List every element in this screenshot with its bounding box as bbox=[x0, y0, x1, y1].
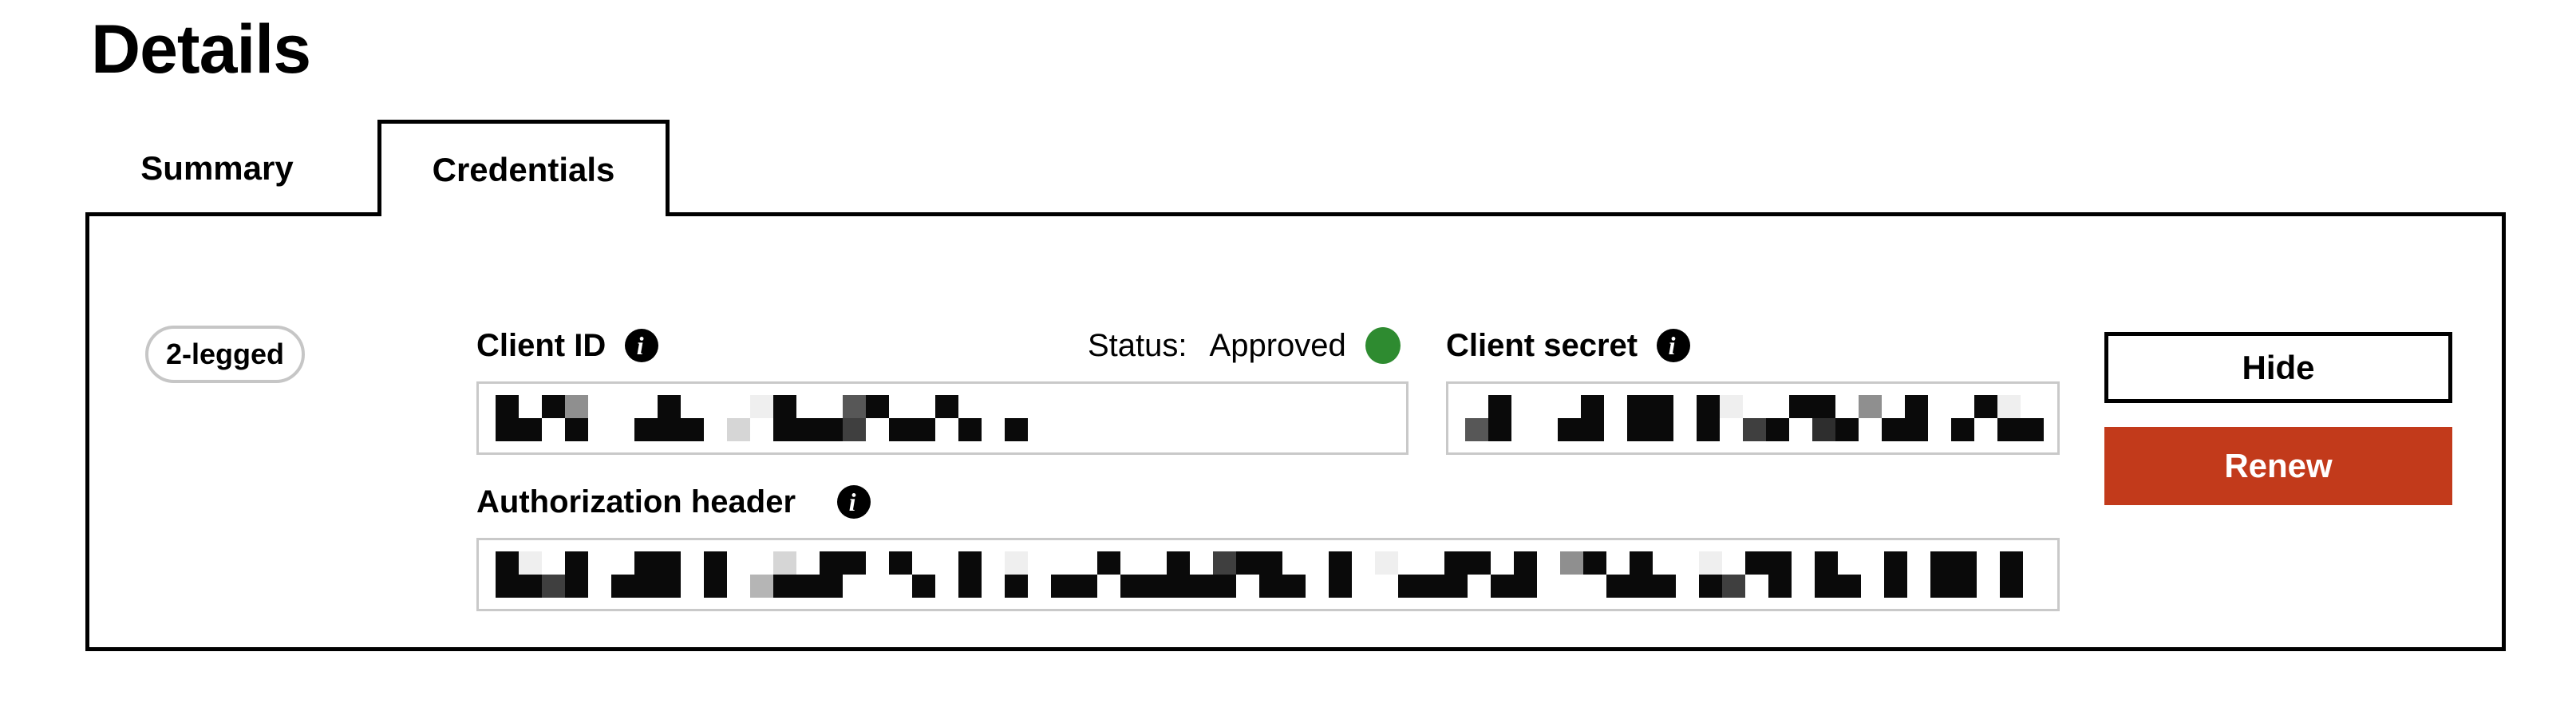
authorization-header-info-icon[interactable]: i bbox=[837, 485, 871, 519]
authorization-header-label-row: Authorization header i bbox=[476, 481, 871, 523]
tabs: Summary Credentials bbox=[85, 120, 2576, 216]
client-id-info-icon[interactable]: i bbox=[625, 329, 659, 362]
tab-summary[interactable]: Summary bbox=[85, 120, 349, 216]
tab-credentials-label: Credentials bbox=[432, 151, 615, 188]
authorization-header-label: Authorization header bbox=[476, 484, 796, 519]
client-id-input[interactable] bbox=[476, 381, 1409, 455]
client-secret-redacted-value bbox=[1465, 395, 2044, 441]
client-secret-info-icon[interactable]: i bbox=[1657, 329, 1691, 362]
authorization-header-input[interactable] bbox=[476, 538, 2060, 611]
hide-button[interactable]: Hide bbox=[2104, 332, 2452, 403]
status-row: Status: Approved bbox=[1088, 325, 1401, 366]
status-approved-dot-icon bbox=[1365, 327, 1401, 364]
page-title: Details bbox=[91, 11, 311, 88]
client-id-label: Client ID bbox=[476, 327, 606, 363]
client-secret-label-row: Client secret i bbox=[1446, 325, 1691, 366]
renew-button[interactable]: Renew bbox=[2104, 427, 2452, 505]
client-id-redacted-value bbox=[496, 395, 1051, 441]
authorization-header-redacted-value bbox=[496, 551, 2023, 598]
auth-type-badge: 2-legged bbox=[145, 326, 305, 383]
tab-credentials[interactable]: Credentials bbox=[377, 120, 670, 216]
status-label: Status: bbox=[1088, 327, 1187, 363]
status-value: Approved bbox=[1209, 327, 1346, 363]
client-secret-input[interactable] bbox=[1446, 381, 2060, 455]
auth-type-badge-label: 2-legged bbox=[165, 338, 285, 370]
credentials-panel: 2-legged Client ID i Status: Approved Cl… bbox=[85, 212, 2506, 651]
tab-summary-label: Summary bbox=[140, 148, 294, 187]
client-id-label-row: Client ID i bbox=[476, 325, 659, 366]
client-secret-label: Client secret bbox=[1446, 327, 1638, 363]
